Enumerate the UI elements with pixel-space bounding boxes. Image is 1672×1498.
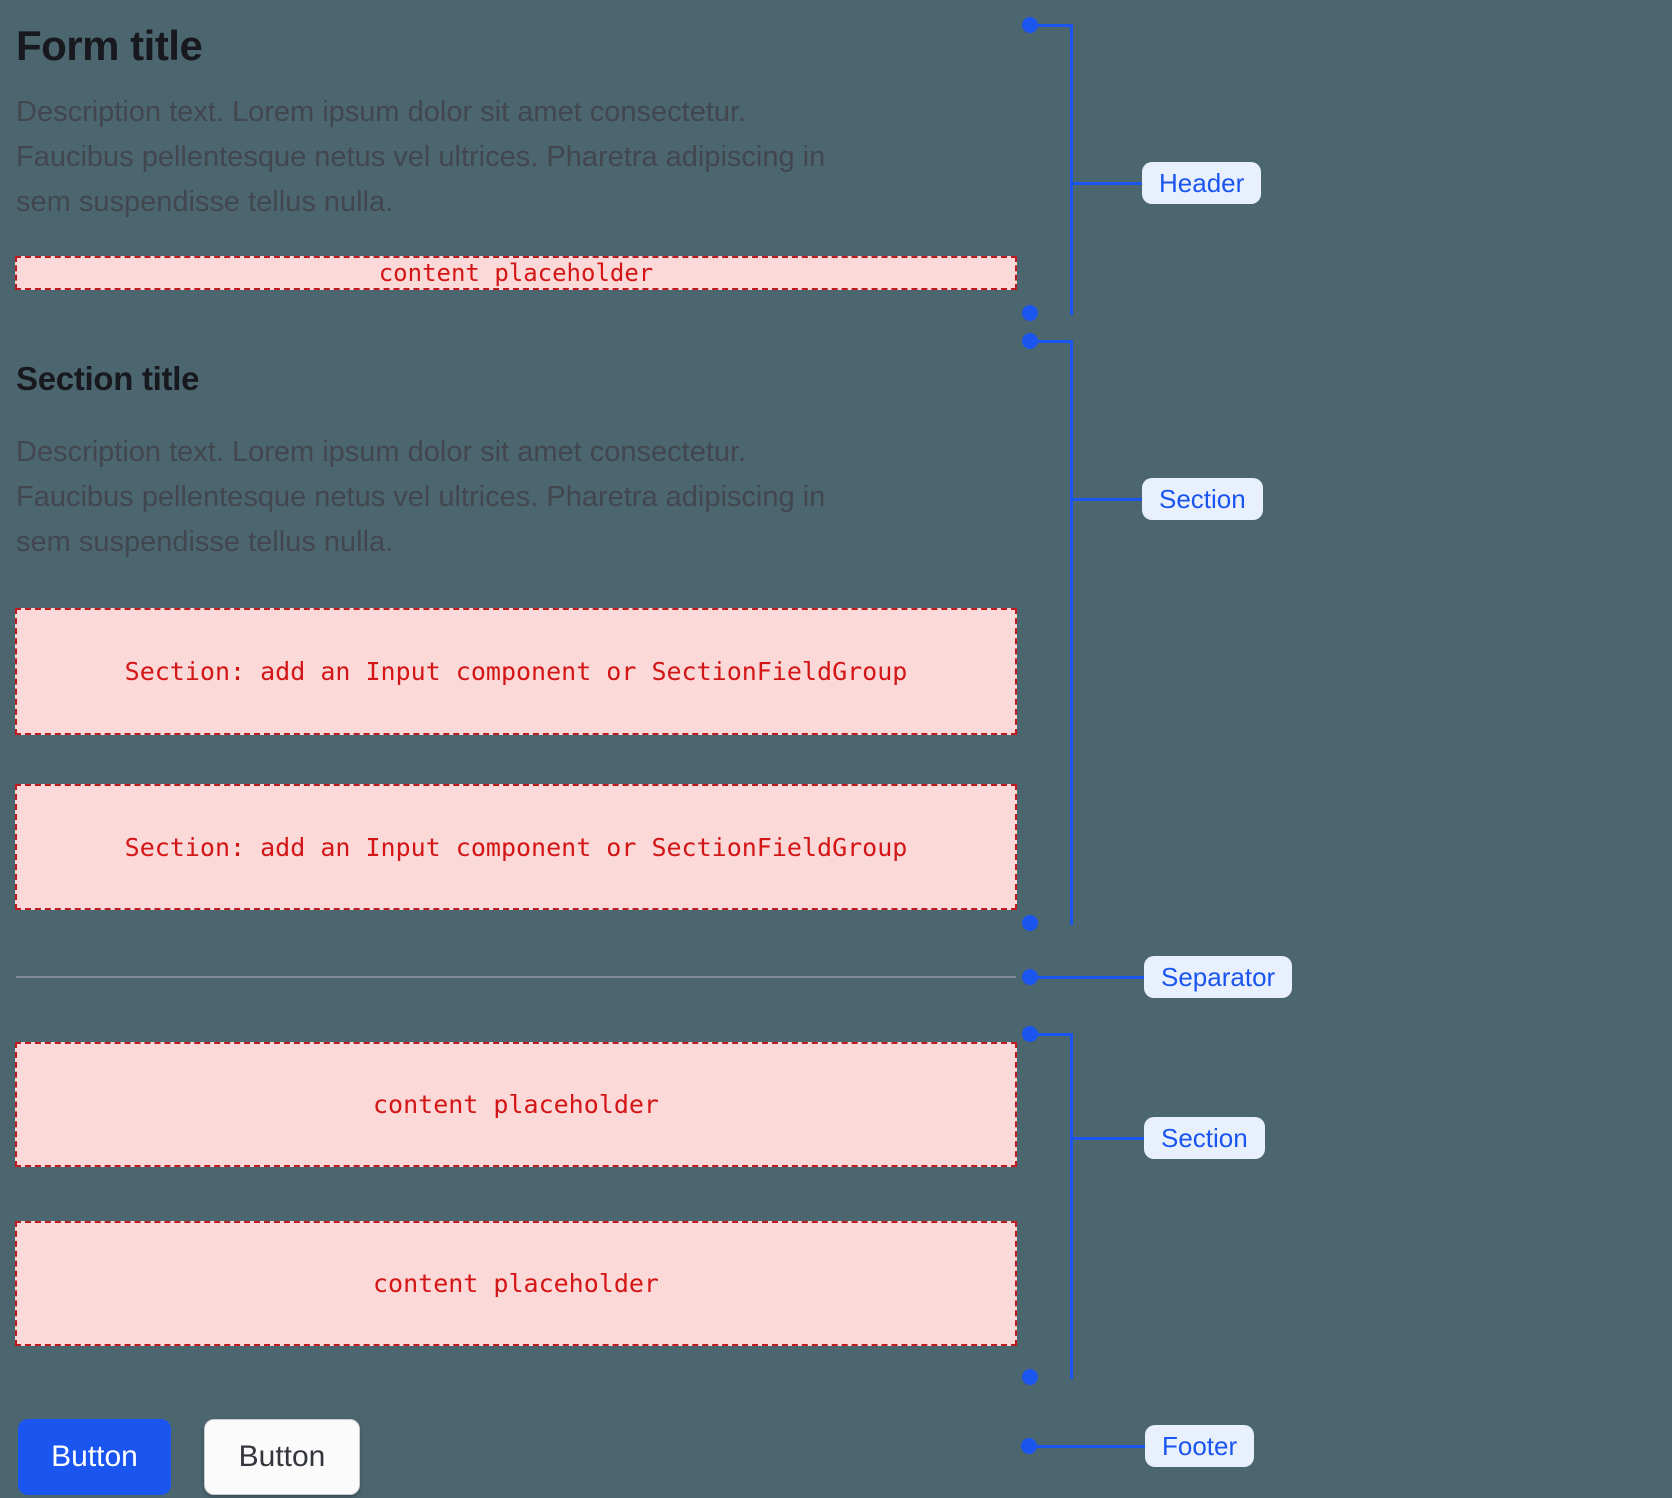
header-bracket-bottom-dot xyxy=(1022,305,1038,321)
section2-content-placeholder-2: content placeholder xyxy=(15,1221,1017,1346)
form-title: Form title xyxy=(16,22,203,69)
section1-bracket-bottom-dot xyxy=(1022,915,1038,931)
section2-bracket-top-stub xyxy=(1030,1033,1073,1036)
section1-input-placeholder-2: Section: add an Input component or Secti… xyxy=(15,784,1017,910)
header-description-line: sem suspendisse tellus nulla. xyxy=(16,186,394,218)
primary-button[interactable]: Button xyxy=(18,1419,171,1495)
section1-input-placeholder-1-text: Section: add an Input component or Secti… xyxy=(124,657,908,686)
section2-content-placeholder-2-text: content placeholder xyxy=(373,1269,659,1298)
section-title: Section title xyxy=(16,360,200,397)
section2-content-placeholder-1-text: content placeholder xyxy=(373,1090,659,1119)
separator-annotation-connector xyxy=(1030,976,1144,979)
header-description: Description text. Lorem ipsum dolor sit … xyxy=(16,90,976,225)
header-annotation-label: Header xyxy=(1142,162,1262,204)
secondary-button[interactable]: Button xyxy=(204,1419,360,1495)
header-description-line: Description text. Lorem ipsum dolor sit … xyxy=(16,96,747,128)
section2-bracket-vertical-line xyxy=(1070,1033,1073,1379)
header-bracket-top-stub xyxy=(1030,24,1073,27)
header-description-line: Faucibus pellentesque netus vel ultrices… xyxy=(16,141,826,173)
section-description-line: Faucibus pellentesque netus vel ultrices… xyxy=(16,481,826,513)
section2-bracket-bottom-dot xyxy=(1022,1369,1038,1385)
section2-content-placeholder-1: content placeholder xyxy=(15,1042,1017,1167)
footer-annotation-label: Footer xyxy=(1145,1425,1255,1467)
header-content-placeholder-text: content placeholder xyxy=(378,259,654,287)
section2-annotation-label: Section xyxy=(1144,1117,1265,1159)
separator-annotation-label: Separator xyxy=(1144,956,1293,998)
section1-bracket-top-stub xyxy=(1030,340,1073,343)
separator-line xyxy=(16,976,1016,978)
section-description-line: sem suspendisse tellus nulla. xyxy=(16,526,394,558)
section-description-line: Description text. Lorem ipsum dolor sit … xyxy=(16,436,747,468)
section1-bracket-connector xyxy=(1070,498,1142,501)
section2-bracket-connector xyxy=(1070,1137,1144,1140)
section-description: Description text. Lorem ipsum dolor sit … xyxy=(16,430,976,565)
footer-annotation-connector xyxy=(1029,1445,1145,1448)
header-bracket-vertical-line xyxy=(1070,24,1073,315)
section1-bracket-vertical-line xyxy=(1070,340,1073,925)
section1-annotation-label: Section xyxy=(1142,478,1263,520)
header-bracket-connector xyxy=(1070,182,1142,185)
header-content-placeholder: content placeholder xyxy=(15,256,1017,290)
section1-input-placeholder-1: Section: add an Input component or Secti… xyxy=(15,608,1017,735)
section1-input-placeholder-2-text: Section: add an Input component or Secti… xyxy=(124,832,908,862)
